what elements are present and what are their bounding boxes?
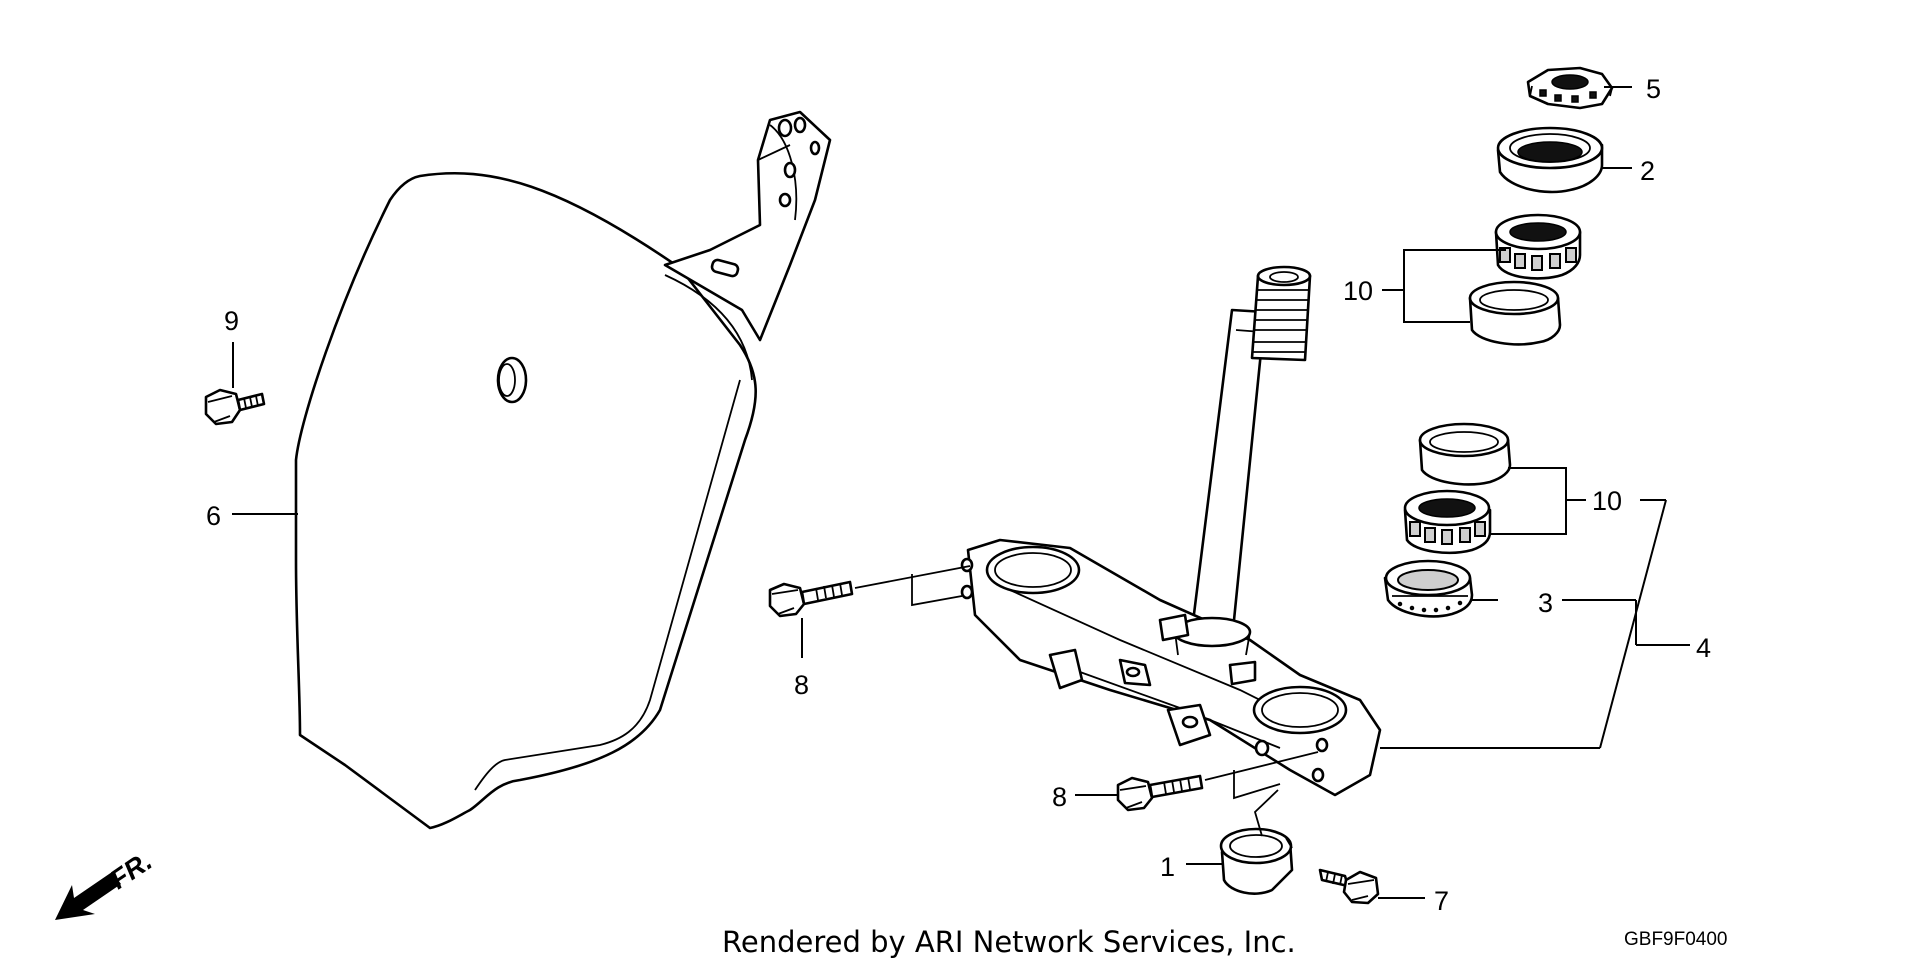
callout-9: 9 (224, 306, 239, 336)
steering-stem (960, 265, 1382, 797)
arrow-icon (55, 872, 121, 920)
callout-2: 2 (1640, 156, 1655, 186)
bolt-9 (204, 388, 266, 426)
front-arrow: FR. (55, 846, 157, 920)
bolt-8-lower (1116, 774, 1204, 812)
lock-nut-5 (1526, 66, 1614, 110)
number-plate (294, 110, 832, 830)
bearing-10-lower (1403, 422, 1512, 555)
callout-7: 7 (1434, 886, 1449, 916)
bolt-8-upper (768, 580, 854, 618)
callout-6: 6 (206, 501, 221, 531)
leader-lines (232, 86, 1690, 899)
dust-seal-3 (1383, 559, 1474, 618)
callout-numbers: 5 2 10 10 3 4 6 9 8 8 1 7 (206, 74, 1711, 916)
diagram-code: GBF9F0400 (1624, 929, 1728, 950)
bearing-10-upper (1468, 213, 1582, 346)
callout-8-upper: 8 (794, 670, 809, 700)
dust-seal-2 (1496, 126, 1604, 194)
callout-8-lower: 8 (1052, 782, 1067, 812)
callout-1: 1 (1160, 852, 1175, 882)
bolt-7 (1318, 868, 1380, 905)
callout-10-lower: 10 (1592, 486, 1622, 516)
render-credit: Rendered by ARI Network Services, Inc. (722, 925, 1296, 959)
callout-4: 4 (1696, 633, 1711, 663)
callout-10-upper: 10 (1343, 276, 1373, 306)
collar-1 (1219, 827, 1294, 895)
callout-3: 3 (1538, 588, 1553, 618)
callout-5: 5 (1646, 74, 1661, 104)
